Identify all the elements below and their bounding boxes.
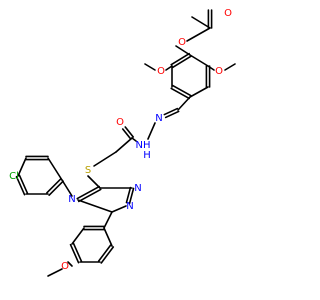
bond-mp-6	[103, 227, 113, 247]
bond-triazole-5-b	[76, 185, 101, 200]
bond-n-n	[147, 122, 156, 140]
atom-thioether-s: S	[85, 165, 91, 176]
bond-omethyl-right-1	[207, 65, 215, 71]
bond-ring-a-4-b	[170, 87, 191, 100]
bond-nh-carbonyl	[131, 137, 137, 142]
bond-carbonyl-ch2	[115, 137, 133, 153]
atom-ester-carbonyl-o: O	[224, 8, 232, 19]
bond-mp-2	[71, 227, 85, 245]
atom-methoxy-o-bottom: O	[61, 261, 69, 272]
atom-methoxy-o-left: O	[157, 66, 165, 77]
atom-methoxy-o-right: O	[215, 66, 223, 77]
bond-mp-3-a	[69, 243, 80, 264]
bond-layer	[15, 9, 236, 277]
bond-ring-a-1	[189, 54, 209, 67]
bond-ring-a-4-a	[171, 84, 192, 97]
bond-ch=n-b	[164, 110, 180, 119]
bond-mp-5-b	[97, 244, 112, 262]
atom-hydrazide-nh: NH	[136, 140, 151, 151]
bond-ring-a-6-b	[170, 52, 190, 66]
atom-hydrazone-n: N	[155, 113, 162, 124]
bond-cp-4-a	[15, 175, 26, 196]
bond-cp-1	[47, 157, 63, 181]
bond-omethyl-left-2	[144, 63, 156, 71]
atom-ester-o: O	[178, 37, 186, 48]
bond-n-chlorophenyl	[61, 179, 73, 197]
atom-triazole-n4: N	[68, 194, 75, 205]
bond-triazole-4	[77, 199, 113, 213]
bond-mp-3-b	[72, 242, 83, 263]
bond-mp-5-a	[100, 246, 115, 264]
atom-hydrazide-h: H	[143, 150, 151, 161]
bond-ring-a-3	[189, 86, 209, 98]
atom-chloro: Cl	[9, 171, 19, 182]
bond-omethyl-left-1	[165, 65, 173, 71]
bond-triazole-3	[111, 205, 127, 213]
bond-cp-6-a	[48, 180, 64, 196]
bond-omethyl-right-2	[224, 63, 236, 71]
bond-carbonyl-o-a	[124, 126, 135, 138]
bond-acetyl-methyl	[191, 16, 211, 29]
bond-cp-6-b	[46, 178, 62, 194]
bond-ester-o-ring	[175, 45, 191, 56]
bond-triazole-2-a	[125, 186, 132, 204]
atom-amide-o: O	[116, 117, 124, 128]
bond-s-triazole	[87, 175, 101, 189]
bond-carbonyl-o-b	[121, 128, 132, 140]
molecule-structure: O O O O N NH H O S N N N Cl O	[9, 8, 236, 277]
bond-mp-o	[67, 261, 73, 267]
bond-triazole-5-a	[77, 188, 102, 203]
bond-triazole-aryl	[103, 211, 113, 229]
bond-aryl-ch	[177, 96, 191, 111]
bond-ch2-s	[93, 151, 117, 167]
bond-cp-4-b	[18, 174, 29, 195]
bond-acetyl-o	[186, 27, 211, 42]
bond-ring-a-6-a	[172, 55, 192, 69]
bond-o-methyl	[47, 268, 63, 277]
atom-label-layer: O O O O N NH H O S N N N Cl O	[9, 8, 232, 272]
atom-triazole-n2: N	[126, 201, 133, 212]
bond-triazole-2-b	[128, 187, 135, 205]
atom-triazole-n1: N	[134, 183, 141, 194]
bond-cp-3	[17, 157, 27, 177]
bond-ch=n-a	[163, 107, 179, 116]
